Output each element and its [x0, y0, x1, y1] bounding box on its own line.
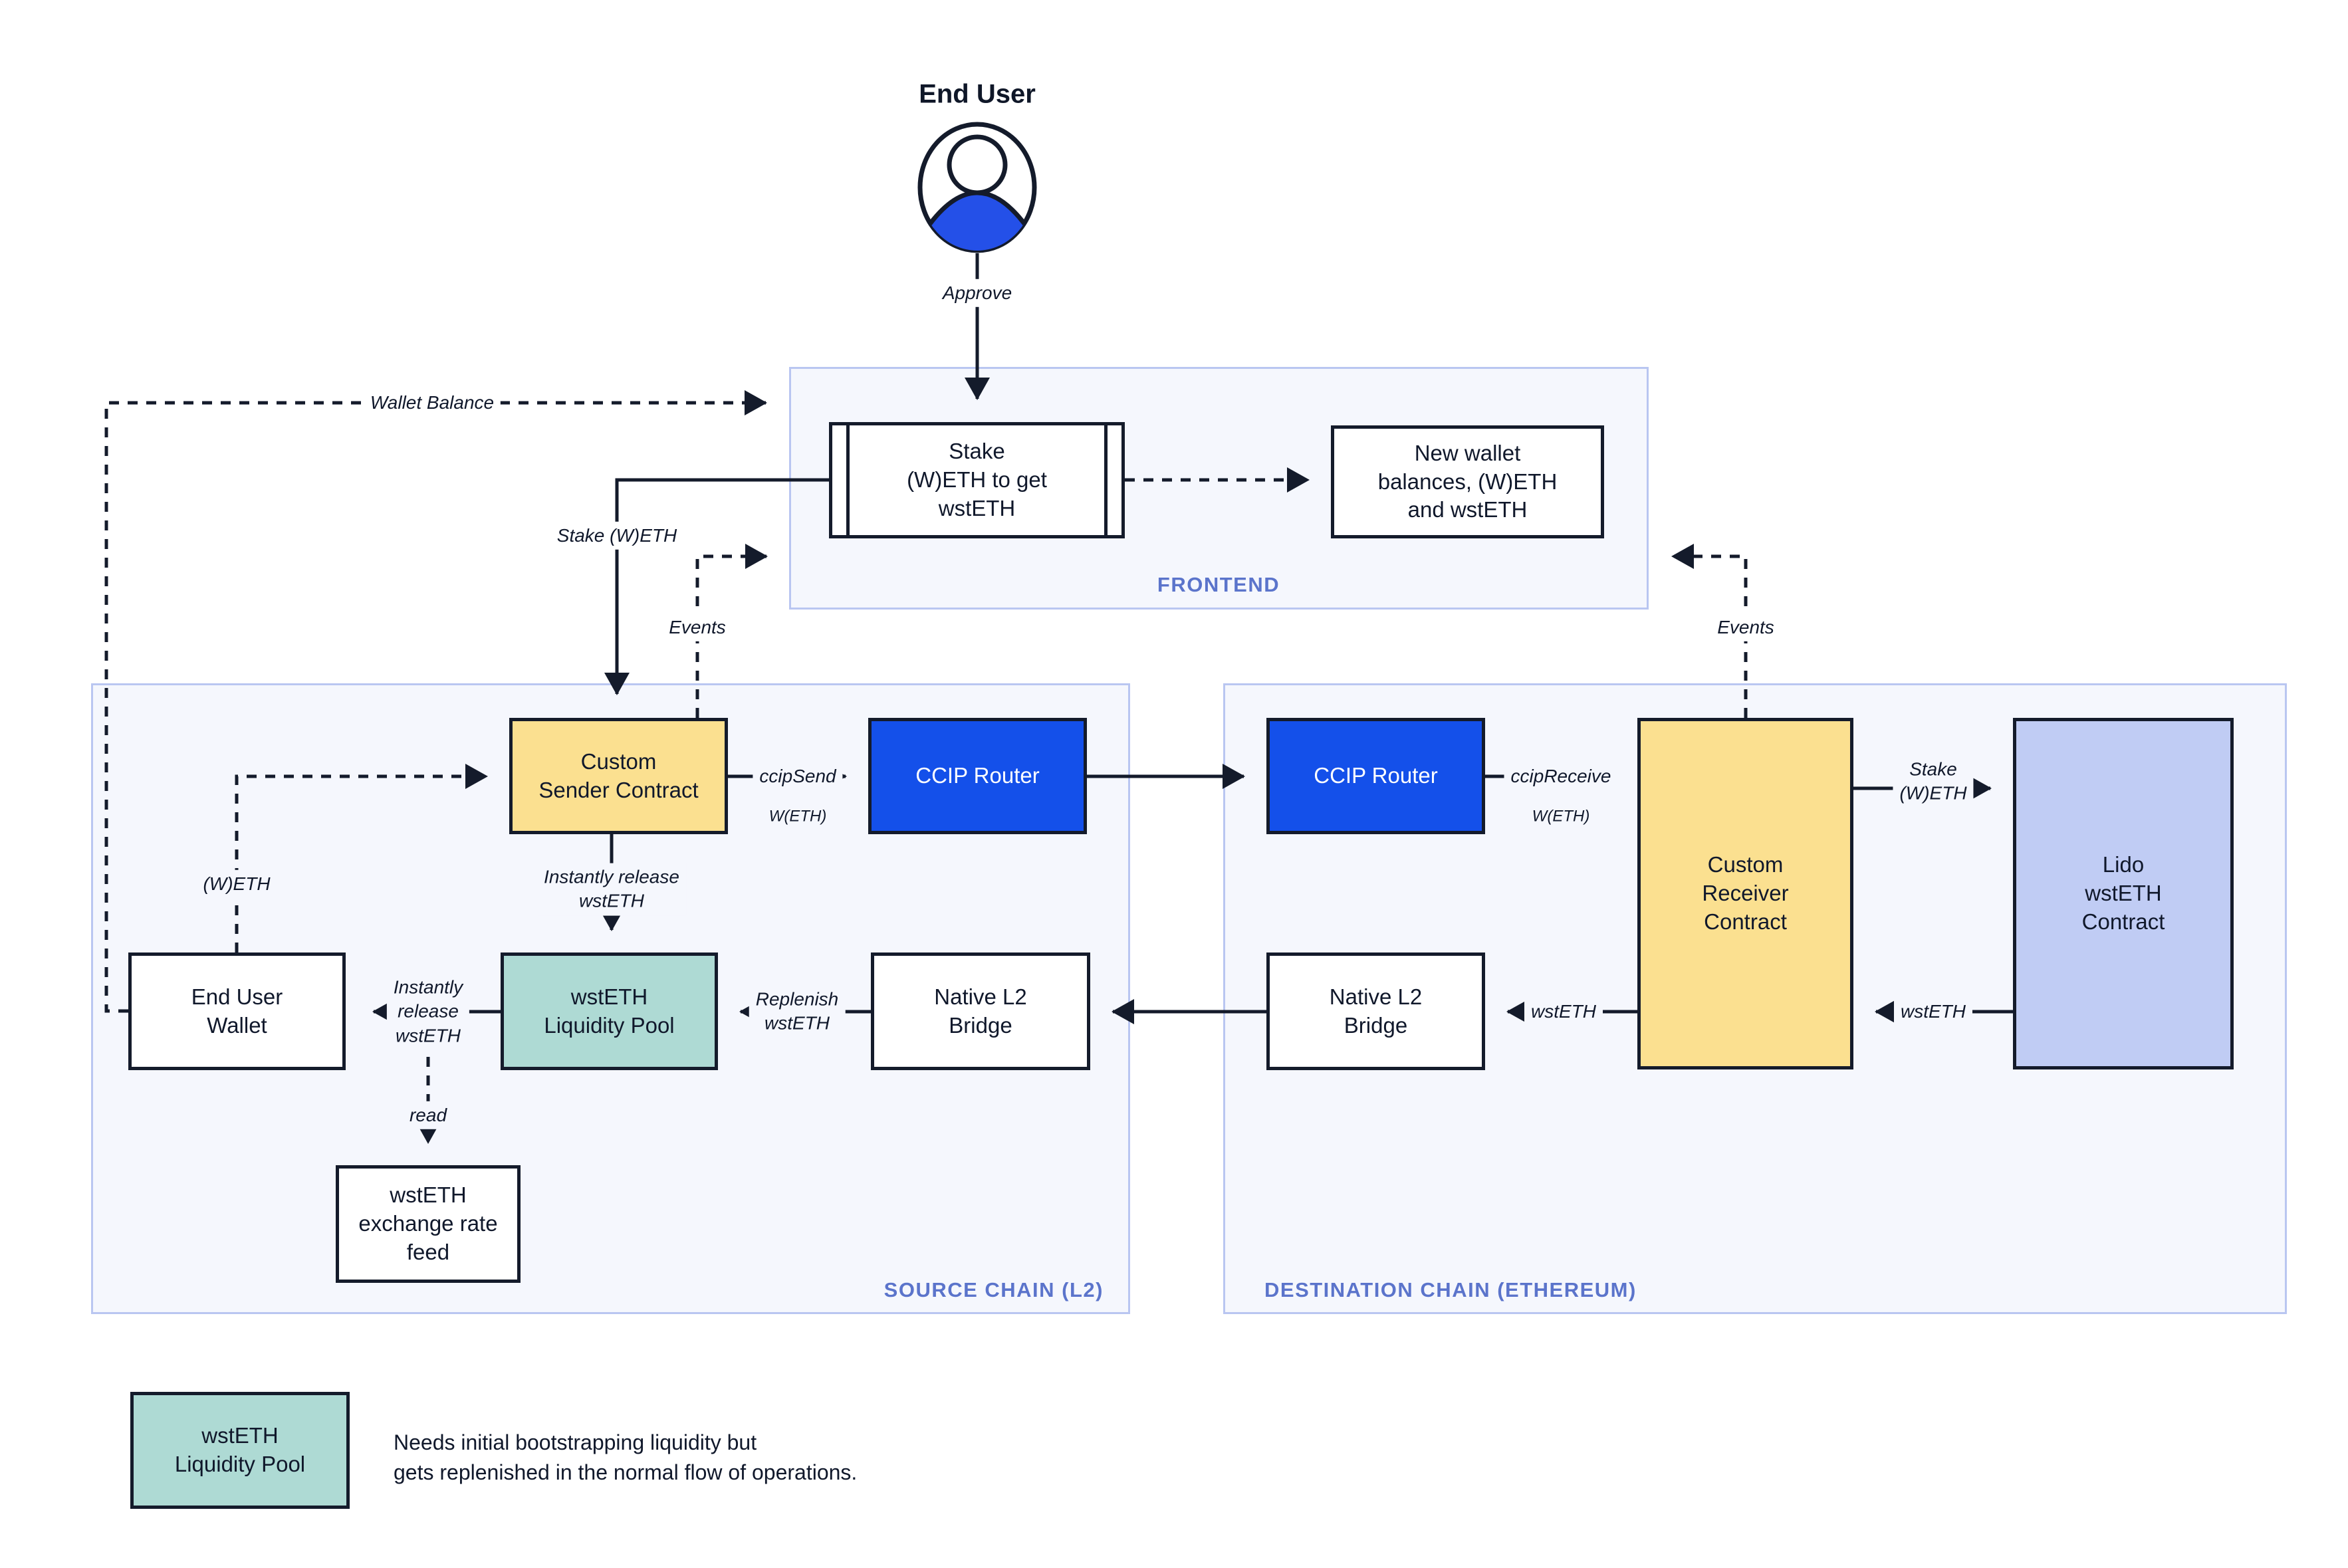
edge-events-right: [1671, 544, 1748, 718]
frontend-panel-label: FRONTEND: [1157, 573, 1280, 596]
legend-liquidity-pool-box: wstETH Liquidity Pool: [130, 1392, 350, 1509]
ccip-send-label: ccipSend: [753, 762, 843, 791]
edge-weth-wallet: [235, 764, 488, 952]
stake-box-bar-right: [1104, 425, 1108, 536]
ccip-receive-token-label: W(ETH): [1526, 805, 1595, 828]
ccip-router-destination: CCIP Router: [1266, 718, 1485, 834]
replenish-label: Replenish wstETH: [749, 985, 846, 1038]
wsteth-from-lido-label: wstETH: [1894, 997, 1972, 1026]
events-right-label: Events: [1710, 613, 1781, 642]
ccip-receive-label: ccipReceive: [1504, 762, 1618, 791]
native-l2-bridge-source: Native L2 Bridge: [871, 952, 1090, 1070]
legend-note: Needs initial bootstrapping liquidity bu…: [394, 1430, 858, 1484]
weth-wallet-label: (W)ETH: [196, 869, 277, 899]
edge-wallet-balance: [104, 390, 767, 1013]
native-l2-bridge-destination: Native L2 Bridge: [1266, 952, 1485, 1070]
instantly-release-pool-label: Instantly release wstETH: [537, 863, 686, 916]
custom-receiver-contract: Custom Receiver Contract: [1637, 718, 1853, 1069]
stake-box-label: Stake (W)ETH to get wstETH: [907, 439, 1047, 520]
instantly-release-wallet-label: Instantly release wstETH: [386, 973, 470, 1050]
edge-events-left: [695, 544, 768, 718]
wsteth-liquidity-pool: wstETH Liquidity Pool: [501, 952, 718, 1070]
new-wallet-box: New wallet balances, (W)ETH and wstETH: [1331, 425, 1604, 538]
ccip-send-token-label: W(ETH): [763, 805, 832, 828]
wsteth-exchange-rate-feed: wstETH exchange rate feed: [336, 1165, 521, 1283]
edge-stake-weth: [604, 478, 829, 695]
end-user-icon: [917, 122, 1037, 253]
stake-box: Stake (W)ETH to get wstETH: [829, 422, 1125, 538]
read-label: read: [402, 1101, 454, 1130]
ccip-router-source: CCIP Router: [868, 718, 1087, 834]
source-chain-panel-label: SOURCE CHAIN (L2): [883, 1278, 1104, 1301]
end-user-wallet: End User Wallet: [128, 952, 346, 1070]
destination-chain-panel-label: DESTINATION CHAIN (ETHEREUM): [1264, 1278, 1637, 1301]
approve-label: Approve: [935, 279, 1019, 308]
wallet-balance-label: Wallet Balance: [363, 388, 501, 417]
wsteth-to-bridge-label: wstETH: [1524, 997, 1603, 1026]
stake-weth-label: Stake (W)ETH: [550, 521, 684, 550]
stake-box-bar-left: [846, 425, 850, 536]
stake-weth-lido-label: Stake (W)ETH: [1893, 755, 1974, 808]
lido-wsteth-contract: Lido wstETH Contract: [2013, 718, 2234, 1069]
custom-sender-contract: Custom Sender Contract: [509, 718, 728, 834]
end-user-title: End User: [919, 79, 1036, 109]
events-left-label: Events: [662, 613, 733, 642]
